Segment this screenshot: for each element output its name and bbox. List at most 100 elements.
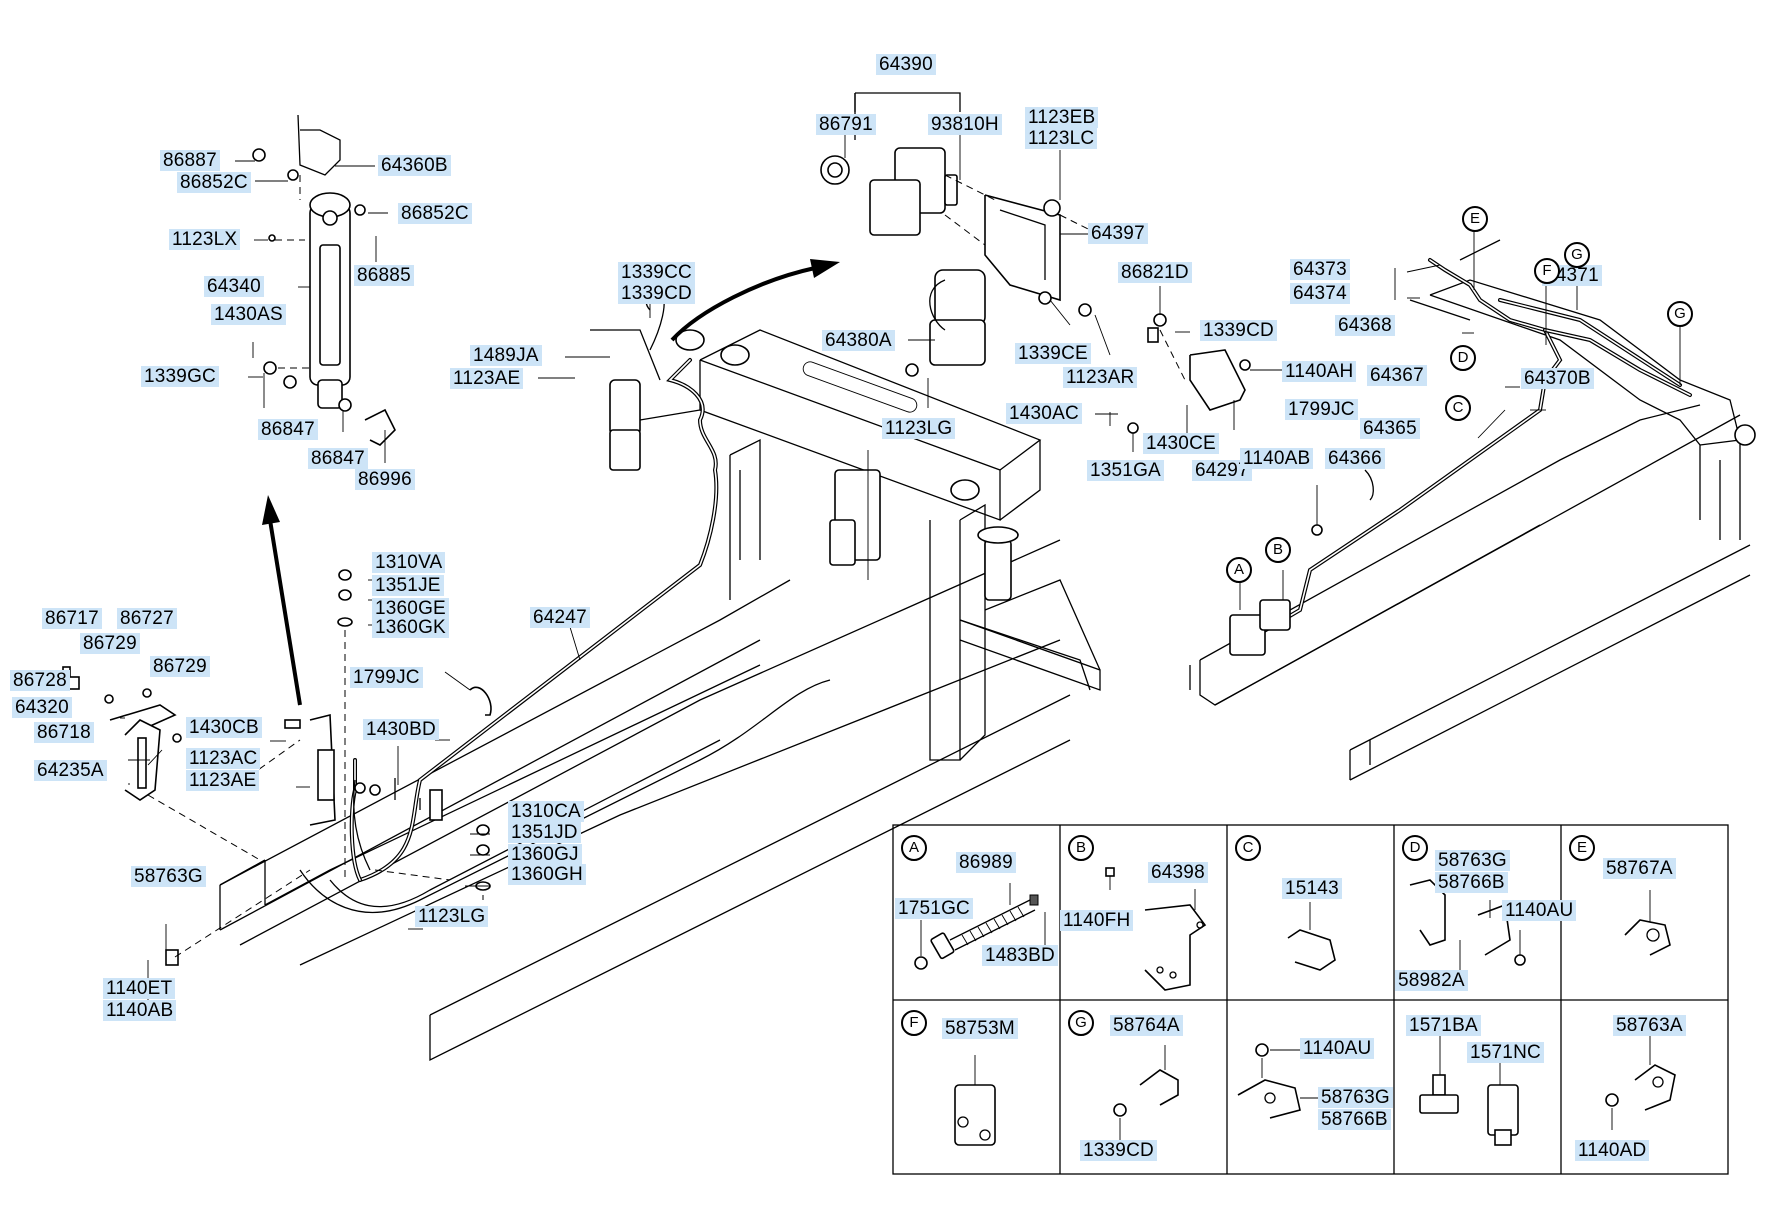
detail-cell-f-marker: F: [901, 1010, 927, 1036]
part-label-1140AU-detail[interactable]: 1140AU: [1300, 1038, 1375, 1059]
part-label-64390[interactable]: 64390: [876, 54, 936, 75]
part-label-58766B-detail-d[interactable]: 58766B: [1435, 872, 1508, 893]
part-label-86729-top[interactable]: 86729: [80, 633, 140, 654]
part-label-64368[interactable]: 64368: [1335, 315, 1395, 336]
part-label-1430BD[interactable]: 1430BD: [363, 719, 439, 740]
part-label-1430CB[interactable]: 1430CB: [186, 717, 262, 738]
part-label-1351JE[interactable]: 1351JE: [372, 575, 444, 596]
part-label-64320[interactable]: 64320: [12, 697, 72, 718]
part-label-58767A[interactable]: 58767A: [1603, 858, 1676, 879]
part-label-1123LC[interactable]: 1123LC: [1025, 128, 1098, 149]
part-label-1140AH[interactable]: 1140AH: [1282, 361, 1357, 382]
part-label-1360GE[interactable]: 1360GE: [372, 598, 449, 619]
part-label-86729-right[interactable]: 86729: [150, 656, 210, 677]
part-label-1140AB-left[interactable]: 1140AB: [103, 1000, 177, 1021]
part-label-86717[interactable]: 86717: [42, 608, 102, 629]
bracket-64297: [1109, 313, 1251, 434]
part-label-64340[interactable]: 64340: [204, 276, 264, 297]
part-label-1339CD-detail-g[interactable]: 1339CD: [1080, 1140, 1157, 1161]
part-label-64365[interactable]: 64365: [1360, 418, 1420, 439]
part-label-93810H[interactable]: 93810H: [928, 114, 1002, 135]
detail-cell-g-marker: G: [1068, 1010, 1094, 1036]
part-label-86791[interactable]: 86791: [816, 114, 876, 135]
part-label-1799JC-center[interactable]: 1799JC: [350, 667, 423, 688]
part-label-86727[interactable]: 86727: [117, 608, 177, 629]
part-label-64373[interactable]: 64373: [1290, 259, 1350, 280]
part-label-1430AS[interactable]: 1430AS: [211, 304, 286, 325]
part-label-64235A[interactable]: 64235A: [34, 760, 107, 781]
part-label-64367[interactable]: 64367: [1367, 365, 1427, 386]
part-label-1123AR[interactable]: 1123AR: [1063, 367, 1138, 388]
part-label-1430AC[interactable]: 1430AC: [1006, 403, 1082, 424]
part-label-64380A[interactable]: 64380A: [822, 330, 895, 351]
part-label-1339CC[interactable]: 1339CC: [618, 262, 695, 283]
part-label-64366[interactable]: 64366: [1325, 448, 1385, 469]
part-label-58763A[interactable]: 58763A: [1613, 1015, 1686, 1036]
part-label-64374[interactable]: 64374: [1290, 283, 1350, 304]
part-label-1123AE-top[interactable]: 1123AE: [450, 368, 524, 389]
part-label-1351JD[interactable]: 1351JD: [508, 822, 581, 843]
part-label-64398[interactable]: 64398: [1148, 862, 1208, 883]
part-label-15143[interactable]: 15143: [1282, 878, 1342, 899]
part-label-1360GH[interactable]: 1360GH: [508, 864, 586, 885]
part-label-1123AC[interactable]: 1123AC: [186, 748, 261, 769]
part-label-1339CE[interactable]: 1339CE: [1015, 343, 1091, 364]
part-label-86989[interactable]: 86989: [956, 852, 1016, 873]
part-label-64397[interactable]: 64397: [1088, 223, 1148, 244]
part-label-58766B-detail[interactable]: 58766B: [1318, 1109, 1391, 1130]
chassis-frame: [219, 329, 1101, 1062]
marker-b: B: [1265, 537, 1291, 563]
part-label-86852C-left[interactable]: 86852C: [177, 172, 251, 193]
part-label-1140AB-right[interactable]: 1140AB: [1240, 448, 1314, 469]
part-label-58982A[interactable]: 58982A: [1395, 970, 1468, 991]
detail-cell-e-marker: E: [1569, 835, 1595, 861]
part-label-86821D[interactable]: 86821D: [1118, 262, 1192, 283]
part-label-86887[interactable]: 86887: [160, 150, 220, 171]
pump-assembly: [820, 92, 1111, 377]
part-label-1360GJ[interactable]: 1360GJ: [508, 844, 582, 865]
part-label-64247[interactable]: 64247: [530, 607, 590, 628]
part-label-1351GA[interactable]: 1351GA: [1087, 460, 1164, 481]
marker-c: C: [1445, 395, 1471, 421]
part-label-86996[interactable]: 86996: [355, 469, 415, 490]
detail-table: [892, 824, 1729, 1175]
part-label-64297[interactable]: 64297: [1192, 460, 1252, 481]
part-label-1489JA[interactable]: 1489JA: [470, 345, 542, 366]
part-label-86847-left[interactable]: 86847: [258, 419, 318, 440]
part-label-1339GC[interactable]: 1339GC: [141, 366, 219, 387]
part-label-58764A[interactable]: 58764A: [1110, 1015, 1183, 1036]
part-label-58763G-detail-d[interactable]: 58763G: [1435, 850, 1510, 871]
part-label-1360GK[interactable]: 1360GK: [372, 617, 449, 638]
part-label-1571BA[interactable]: 1571BA: [1406, 1015, 1481, 1036]
part-label-86852C-right[interactable]: 86852C: [398, 203, 472, 224]
part-label-1140FH[interactable]: 1140FH: [1060, 910, 1134, 931]
part-label-1140ET[interactable]: 1140ET: [103, 978, 176, 999]
part-label-1751GC[interactable]: 1751GC: [895, 898, 973, 919]
part-label-1799JC-right[interactable]: 1799JC: [1285, 399, 1358, 420]
part-label-86885[interactable]: 86885: [354, 265, 414, 286]
part-label-1310CA[interactable]: 1310CA: [508, 801, 584, 822]
part-label-1140AD[interactable]: 1140AD: [1575, 1140, 1650, 1161]
part-label-58753M[interactable]: 58753M: [942, 1018, 1018, 1039]
part-label-58763G-left[interactable]: 58763G: [131, 866, 206, 887]
part-label-1123EB[interactable]: 1123EB: [1025, 107, 1099, 128]
part-label-86847-right[interactable]: 86847: [308, 448, 368, 469]
part-label-1123LG-bottom[interactable]: 1123LG: [415, 906, 489, 927]
marker-d: D: [1450, 345, 1476, 371]
part-label-86718[interactable]: 86718: [34, 722, 94, 743]
part-label-1310VA[interactable]: 1310VA: [372, 552, 446, 573]
part-label-1123LX[interactable]: 1123LX: [169, 229, 241, 250]
part-label-64360B[interactable]: 64360B: [378, 155, 451, 176]
part-label-1571NC[interactable]: 1571NC: [1467, 1042, 1544, 1063]
marker-g-right: G: [1667, 301, 1693, 327]
part-label-86728[interactable]: 86728: [10, 670, 70, 691]
part-label-1483BD[interactable]: 1483BD: [982, 945, 1058, 966]
part-label-1123LG[interactable]: 1123LG: [882, 418, 956, 439]
part-label-1339CD-center[interactable]: 1339CD: [618, 283, 695, 304]
part-label-1430CE[interactable]: 1430CE: [1143, 433, 1219, 454]
part-label-1123AE-bottom[interactable]: 1123AE: [186, 770, 260, 791]
part-label-64370B[interactable]: 64370B: [1521, 368, 1594, 389]
part-label-1140AU-detail-d[interactable]: 1140AU: [1502, 900, 1577, 921]
part-label-1339CD[interactable]: 1339CD: [1200, 320, 1277, 341]
part-label-58763G-detail[interactable]: 58763G: [1318, 1087, 1393, 1108]
